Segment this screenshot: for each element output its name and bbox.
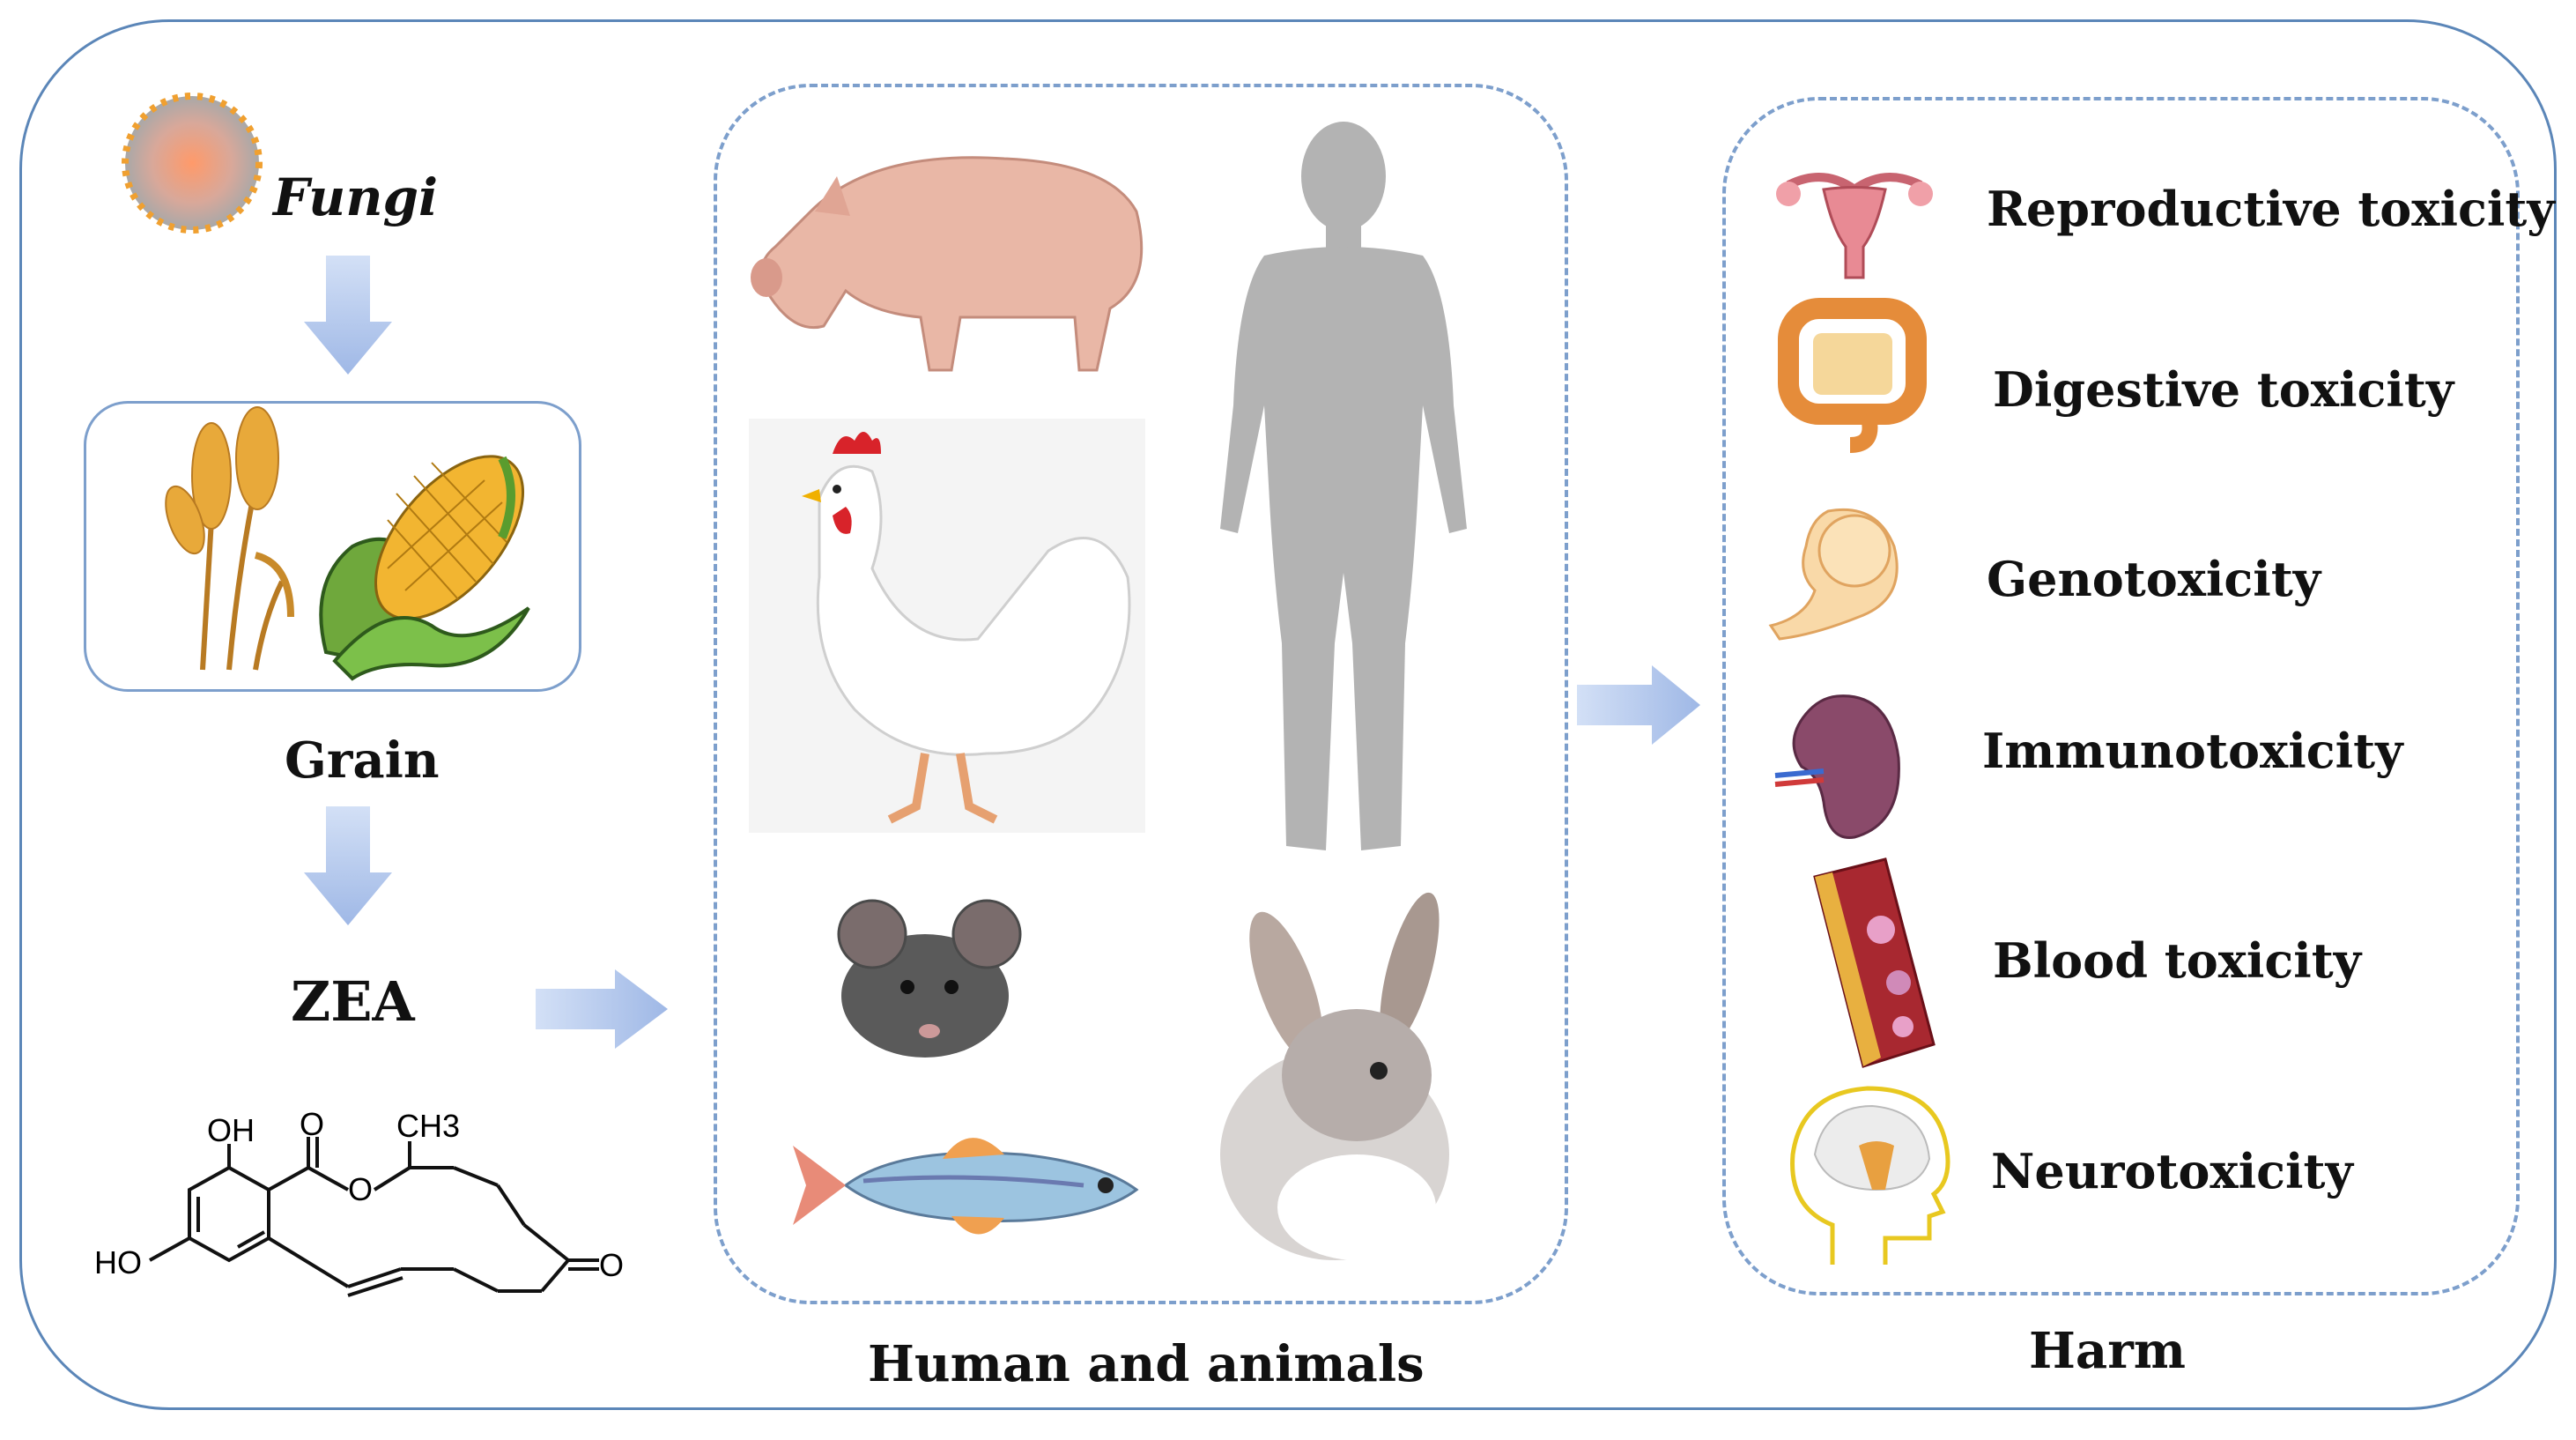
harm-item-3-label: Immunotoxicity [1982, 723, 2403, 779]
harm-box [1722, 97, 2520, 1295]
spleen-icon [1774, 694, 1900, 839]
o-ketone-text: O [599, 1247, 624, 1283]
zea-structure: OH O CH3 O HO O [94, 1106, 624, 1297]
hosts-caption: Human and animals [868, 1335, 1425, 1393]
zea-label: ZEA [291, 969, 415, 1034]
arrow-right-2 [1577, 665, 1700, 745]
grain-label: Grain [285, 731, 440, 790]
ch3-text: CH3 [396, 1108, 460, 1144]
o-ring-text: O [348, 1171, 373, 1207]
harm-item-1-label: Digestive toxicity [1993, 361, 2454, 418]
uterus-icon [1776, 173, 1933, 279]
arrow-down-1 [304, 256, 392, 375]
outer-frame [19, 19, 2557, 1410]
o-carbonyl-text: O [300, 1106, 324, 1142]
ho-left-text: HO [94, 1244, 142, 1280]
grain-box [84, 401, 581, 692]
intestine-icon [1778, 298, 1927, 453]
brain-icon [1790, 1086, 1951, 1265]
harm-item-5-label: Neurotoxicity [1991, 1143, 2353, 1199]
fetus-icon [1768, 508, 1899, 641]
zebrafish-icon [793, 1138, 1139, 1235]
wheat-icon [165, 406, 294, 671]
oh-top-text: OH [207, 1112, 255, 1148]
harm-item-0-label: Reproductive toxicity [1987, 181, 2555, 237]
harm-item-4-label: Blood toxicity [1993, 932, 2362, 989]
harm-item-2-label: Genotoxicity [1987, 551, 2321, 607]
fungi-label: Fungi [273, 167, 439, 227]
blood-vessel-icon [1813, 857, 1936, 1068]
arrow-right-1 [536, 969, 668, 1049]
arrow-down-2 [304, 806, 392, 925]
fungi-icon [122, 93, 263, 234]
hosts-box [714, 84, 1568, 1304]
corn-icon [319, 455, 530, 681]
mouse-icon [837, 899, 1022, 1058]
human-icon [1220, 122, 1467, 850]
harm-caption: Harm [2029, 1322, 2186, 1380]
rabbit-icon [1220, 892, 1449, 1260]
chicken-icon [749, 419, 1145, 833]
pig-icon [751, 156, 1144, 372]
